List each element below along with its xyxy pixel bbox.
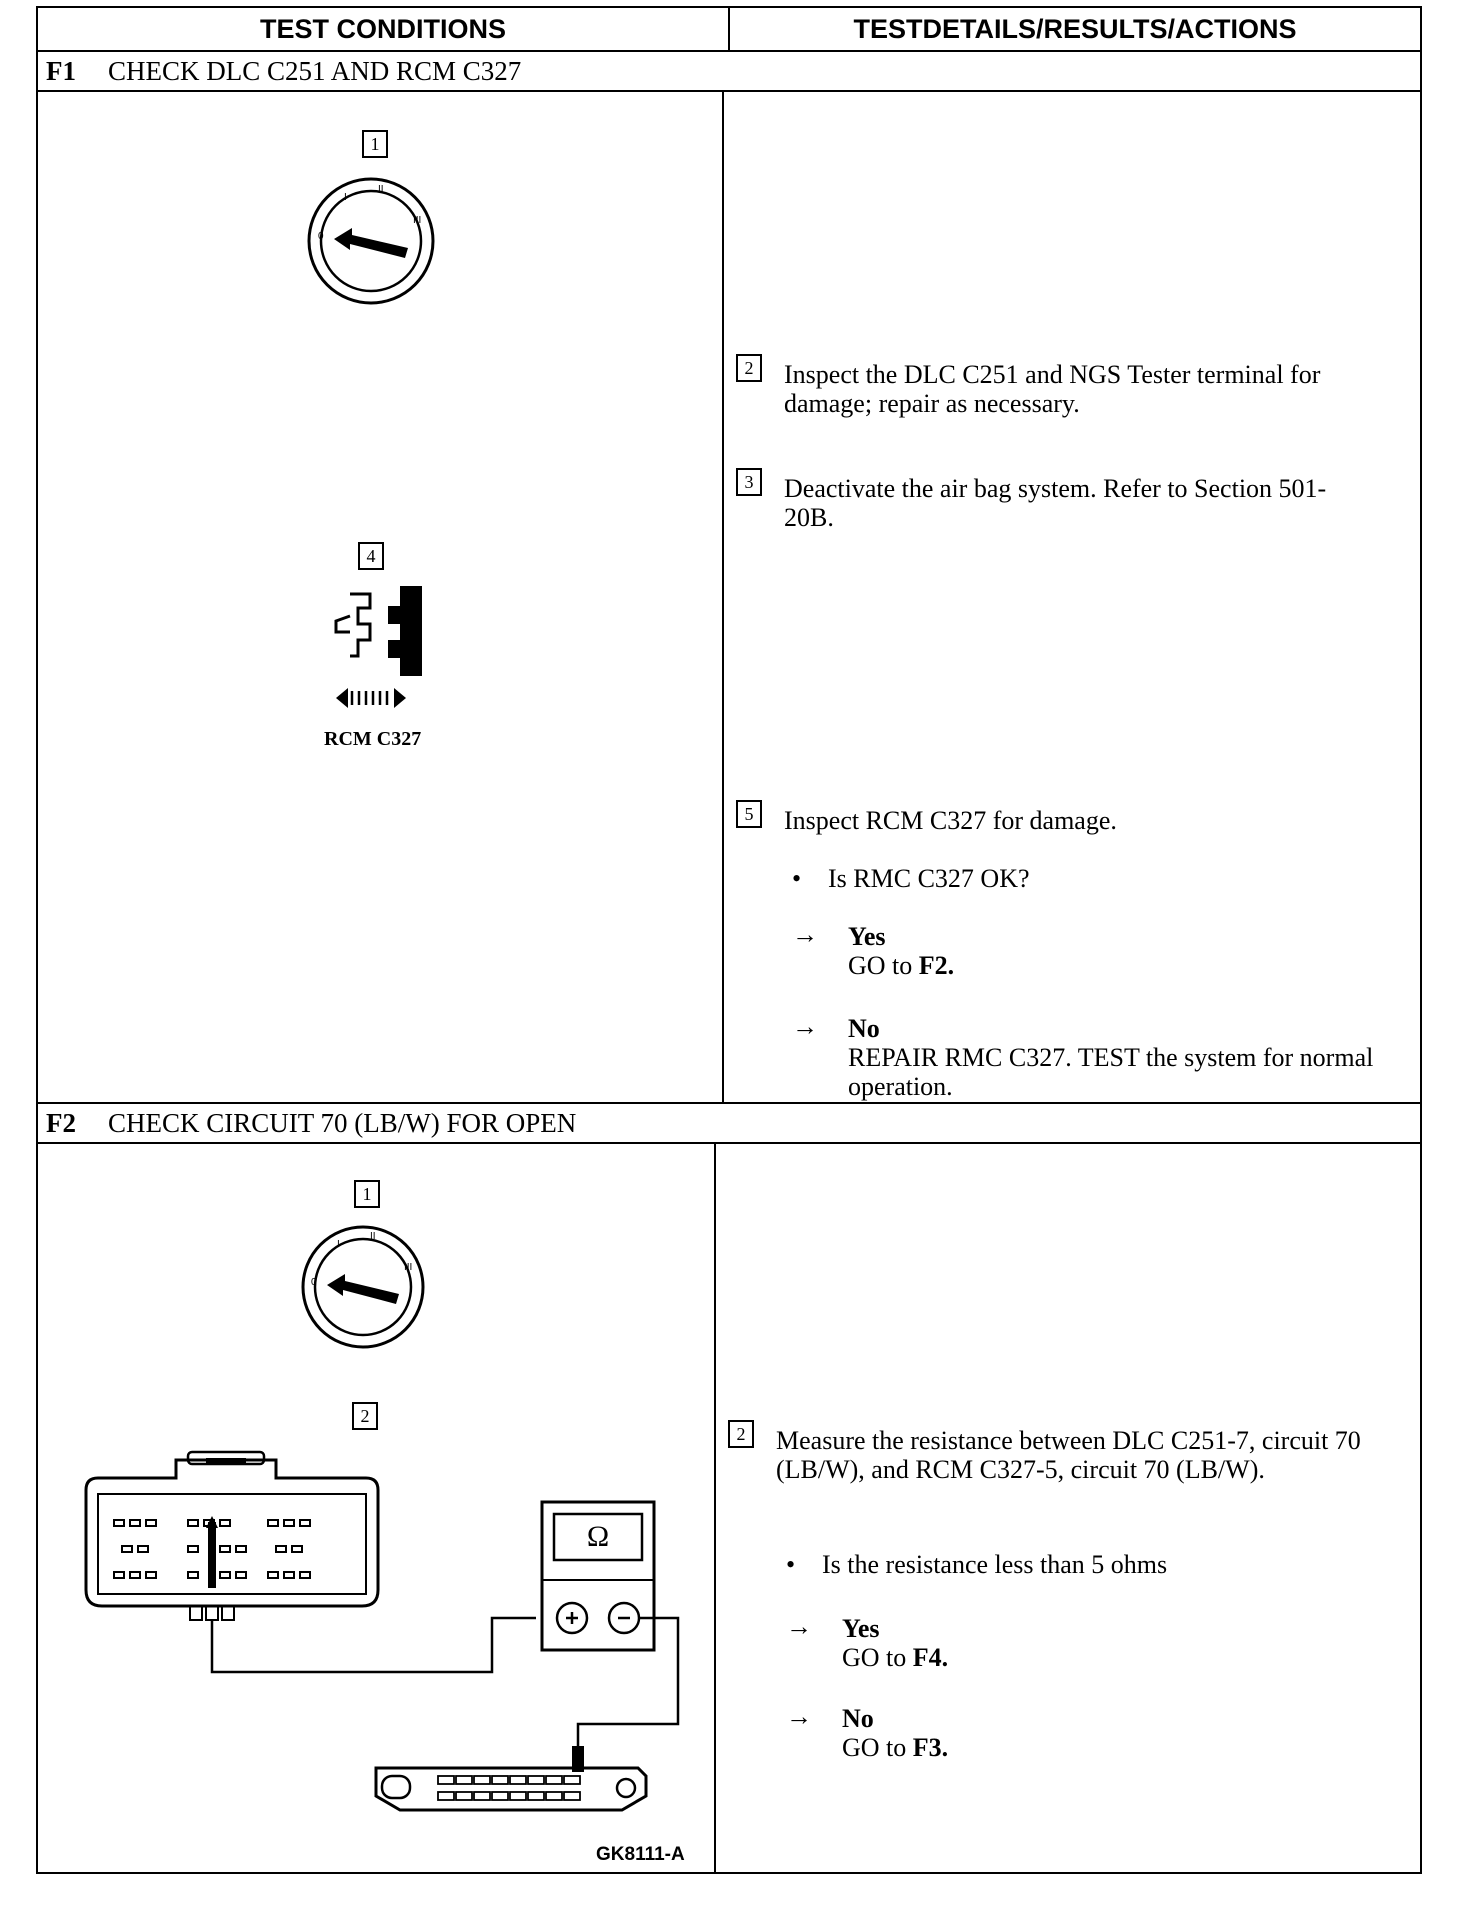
svg-text:I: I <box>344 192 347 203</box>
section-f1-heading: CHECK DLC C251 AND RCM C327 <box>108 55 522 86</box>
svg-text:II: II <box>370 1231 376 1242</box>
f1-yes-answer: Yes GO to F2. <box>848 922 954 980</box>
resistance-measurement-diagram <box>84 1450 680 1812</box>
f1-yes-arrow-icon: → <box>792 920 818 949</box>
section-f1-title: F1 CHECK DLC C251 AND RCM C327 <box>36 50 1422 92</box>
f1-step-box-3: 3 <box>736 468 762 496</box>
svg-text:II: II <box>378 184 384 195</box>
f1-step-3-text: Deactivate the air bag system. Refer to … <box>784 474 1327 532</box>
f2-yes-action-prefix: GO to <box>842 1643 913 1672</box>
figure-id: GK8111-A <box>596 1844 685 1865</box>
f2-details-cell <box>714 1142 1422 1874</box>
f2-no-arrow-icon: → <box>786 1702 812 1731</box>
svg-text:III: III <box>404 1262 412 1273</box>
section-f2-number: F2 <box>46 1107 76 1138</box>
header-test-conditions: TEST CONDITIONS <box>36 6 730 52</box>
f2-question: Is the resistance less than 5 ohms <box>822 1550 1168 1579</box>
f1-yes-label: Yes <box>848 922 886 951</box>
f2-step-box-2: 2 <box>352 1402 378 1430</box>
section-f2-heading: CHECK CIRCUIT 70 (LB/W) FOR OPEN <box>108 1107 577 1138</box>
connector-label: RCM C327 <box>324 728 422 750</box>
f1-step-box-1: 1 <box>362 130 388 158</box>
svg-text:I: I <box>337 1239 340 1250</box>
f1-question-bullet: • <box>792 864 802 893</box>
f1-step-box-5: 5 <box>736 800 762 828</box>
f1-step-box-2: 2 <box>736 354 762 382</box>
f1-step-box-4: 4 <box>358 542 384 570</box>
diagnostic-table: TEST CONDITIONS TESTDETAILS/RESULTS/ACTI… <box>36 6 1422 1874</box>
f2-no-action-prefix: GO to <box>842 1733 913 1762</box>
connector-disconnect-icon <box>334 586 422 708</box>
f1-no-arrow-icon: → <box>792 1012 818 1041</box>
f1-step-5-text: Inspect RCM C327 for damage. <box>784 806 1117 835</box>
f2-question-bullet: • <box>786 1550 796 1579</box>
ohm-symbol: Ω <box>586 1520 610 1553</box>
section-f1-number: F1 <box>46 55 76 86</box>
f1-yes-action-prefix: GO to <box>848 951 919 980</box>
ignition-key-off-icon-2: 0 I II III <box>301 1225 425 1349</box>
f2-step-box-2-right: 2 <box>728 1420 754 1448</box>
f1-yes-action-target: F2. <box>918 951 955 980</box>
svg-text:III: III <box>413 215 421 226</box>
f2-no-label: No <box>842 1704 874 1733</box>
f2-yes-action-target: F4. <box>912 1643 949 1672</box>
f1-no-action: REPAIR RMC C327. TEST the system for nor… <box>848 1043 1374 1101</box>
f2-step-2-text: Measure the resistance between DLC C251-… <box>776 1426 1361 1484</box>
svg-text:0: 0 <box>311 1277 317 1288</box>
svg-text:0: 0 <box>318 231 324 242</box>
header-test-details: TESTDETAILS/RESULTS/ACTIONS <box>728 6 1422 52</box>
f2-no-action-target: F3. <box>912 1733 949 1762</box>
section-f2-title: F2 CHECK CIRCUIT 70 (LB/W) FOR OPEN <box>36 1102 1422 1144</box>
f1-details-cell <box>722 90 1422 1104</box>
f1-no-label: No <box>848 1014 880 1043</box>
ignition-key-off-icon: 0 I II III <box>307 177 435 305</box>
f1-step-2-text: Inspect the DLC C251 and NGS Tester term… <box>784 360 1321 418</box>
f2-yes-label: Yes <box>842 1614 880 1643</box>
f2-step-box-1: 1 <box>354 1180 380 1208</box>
f2-no-answer: No GO to F3. <box>842 1704 948 1762</box>
f1-question: Is RMC C327 OK? <box>828 864 1030 893</box>
f1-no-answer: No REPAIR RMC C327. TEST the system for … <box>848 1014 1388 1101</box>
f2-yes-arrow-icon: → <box>786 1612 812 1641</box>
f2-yes-answer: Yes GO to F4. <box>842 1614 948 1672</box>
